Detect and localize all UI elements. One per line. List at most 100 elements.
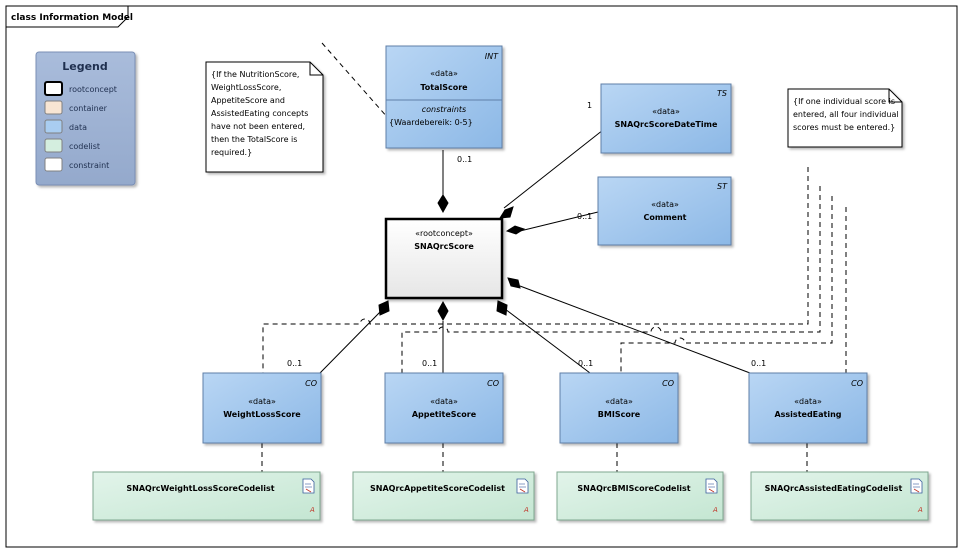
document-icon [302,478,315,494]
composition-diamond-comment [505,225,526,235]
multiplicity-bmi: 0..1 [578,359,593,368]
constraint-link-weightloss [262,167,809,373]
legend-label: constraint [69,161,109,170]
comment-name: Comment [644,213,687,222]
codelist-background [556,471,724,521]
class-weightlossscore[interactable]: CO «data» WeightLossScore [202,372,322,444]
document-icon [910,478,923,494]
class-appetitescore[interactable]: CO «data» AppetiteScore [384,372,504,444]
diagram-frame [5,5,958,548]
abstract-marker: A [523,506,529,514]
legend-swatch [44,157,63,172]
codelist-background [750,471,929,521]
note-line: entered, all four individual [793,110,899,119]
totalscore-section: constraints [422,105,466,114]
note-line: AssistedEating concepts [211,109,308,118]
totalscore-constraint: {Waardebereik: 0-5} [389,118,473,127]
assisted-name: AssistedEating [774,410,841,419]
class-snaqrcscoredatetime[interactable]: TS «data» SNAQrcScoreDateTime [600,83,732,154]
datetime-name: SNAQrcScoreDateTime [615,120,718,129]
bmi-name: BMIScore [598,410,641,419]
appetite-stereotype: «data» [430,397,458,406]
totalscore-type: INT [485,52,499,61]
composition-diamond-datetime [499,206,514,219]
abstract-marker: A [309,506,315,514]
abstract-marker: A [712,506,718,514]
assoc-assisted-root [519,285,751,374]
legend-swatch [44,100,63,115]
abstract-marker: A [917,506,923,514]
appetite-name: AppetiteScore [412,410,477,419]
comment-type: ST [717,182,728,191]
totalscore-name: TotalScore [420,83,468,92]
weightloss-name: WeightLossScore [223,410,301,419]
multiplicity-assisted: 0..1 [751,359,766,368]
frame-title: class Information Model [11,13,133,23]
document-icon [705,478,718,494]
legend-item: container [44,100,108,115]
note-line: then the TotalScore is [211,135,297,144]
note-line: have not been entered, [211,122,305,131]
class-comment[interactable]: ST «data» Comment [597,176,732,246]
root-name: SNAQrcScore [414,242,474,251]
note-line: required.} [211,148,252,157]
legend-label: rootconcept [69,85,117,94]
legend-swatch [44,138,63,153]
note-line: {If one individual score is [793,97,895,106]
multiplicity-total: 0..1 [457,155,472,164]
legend-item: rootconcept [44,81,117,96]
constraint-link-appetite [401,186,821,373]
composition-diamond-appetite [437,300,449,322]
codelist-background [352,471,535,521]
note-nutrition-constraint: {If the NutritionScore, WeightLossScore, A… [205,61,324,173]
legend-item: constraint [44,157,109,172]
legend-swatch [44,119,63,134]
class-totalscore[interactable]: INT «data» TotalScore constraints {Waard… [385,45,503,149]
document-icon [516,478,529,494]
codelist-name: SNAQrcWeightLossScoreCodelist [126,484,274,493]
codelist-name: SNAQrcAssistedEatingCodelist [765,484,903,493]
composition-diamond-assisted [507,277,521,289]
frame-title-tab [6,6,129,28]
comment-stereotype: «data» [651,200,679,209]
note-line: {If the NutritionScore, [211,70,299,79]
datetime-stereotype: «data» [652,107,680,116]
assoc-comment-root [519,211,599,232]
constraint-link-bmi [620,196,833,373]
legend: Legend rootconcept container data codelist c… [35,51,136,186]
datetime-type: TS [717,89,727,98]
appetite-type: CO [487,379,499,388]
multiplicity-datetime: 1 [587,101,592,110]
legend-label: codelist [69,142,100,151]
note-line: WeightLossScore, [211,83,281,92]
multiplicity-appetite: 0..1 [422,359,437,368]
assoc-weightloss-root [319,308,384,374]
assoc-bmi-root [504,308,591,374]
class-snaqrcscore-root[interactable]: «rootconcept» SNAQrcScore [384,217,504,300]
codelist-name: SNAQrcBMIScoreCodelist [577,484,690,493]
note-line: AppetiteScore and [211,96,285,105]
weightloss-stereotype: «data» [248,397,276,406]
legend-title: Legend [62,60,108,73]
legend-label: data [69,123,87,132]
multiplicity-weightloss: 0..1 [287,359,302,368]
class-bmiscore[interactable]: CO «data» BMIScore [559,372,679,444]
composition-diamond-total [437,194,449,214]
composition-diamond-weightloss [378,300,390,316]
legend-item: codelist [44,138,100,153]
legend-label: container [69,104,108,113]
assoc-datetime-root [503,129,604,209]
legend-item: data [44,119,87,134]
assisted-type: CO [851,379,863,388]
class-assistedeating[interactable]: CO «data» AssistedEating [748,372,868,444]
bmi-stereotype: «data» [605,397,633,406]
legend-swatch [44,81,63,96]
bmi-type: CO [662,379,674,388]
assisted-stereotype: «data» [794,397,822,406]
weightloss-type: CO [305,379,317,388]
